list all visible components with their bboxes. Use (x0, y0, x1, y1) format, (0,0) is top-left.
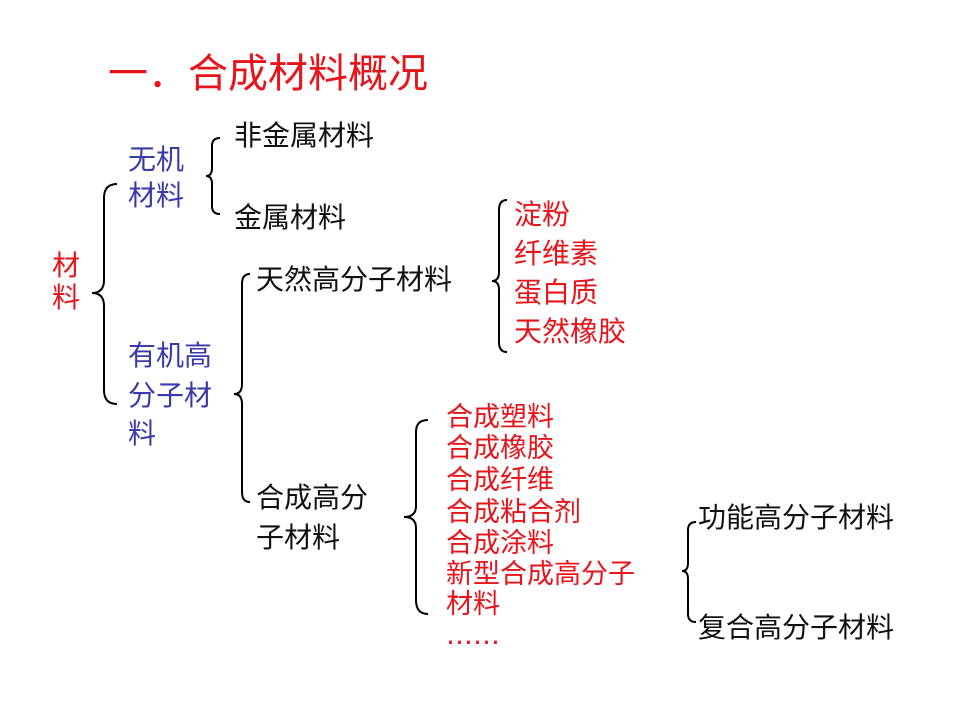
organic-label-line1: 有机高 (128, 339, 213, 372)
inorganic-bracket (205, 137, 221, 215)
natural-item: 纤维素 (514, 237, 599, 270)
synthetic-item-ellipsis: …… (446, 620, 500, 651)
root-label-line2: 料 (52, 281, 81, 314)
new-types-bracket (681, 521, 697, 623)
metal-material-label: 金属材料 (234, 201, 347, 234)
synthetic-item: 合成橡胶 (446, 433, 554, 464)
organic-bracket (233, 273, 251, 503)
natural-item: 蛋白质 (514, 276, 599, 309)
synthetic-polymer-label-line1: 合成高分 (256, 481, 369, 514)
composite-polymer-label: 复合高分子材料 (698, 611, 895, 644)
synthetic-item: 合成粘合剂 (446, 497, 581, 528)
nonmetal-material-label: 非金属材料 (234, 119, 375, 152)
inorganic-label-line2: 材料 (128, 179, 185, 212)
synthetic-polymer-label-line2: 子材料 (256, 521, 341, 554)
natural-item: 天然橡胶 (514, 315, 627, 348)
synthetic-item: 合成涂料 (446, 528, 554, 559)
page-title: 一．合成材料概况 (108, 51, 428, 97)
root-label-line1: 材 (52, 249, 81, 282)
inorganic-label-line1: 无机 (128, 143, 185, 176)
functional-polymer-label: 功能高分子材料 (698, 501, 895, 534)
synthetic-item: 新型合成高分子 (446, 559, 635, 590)
organic-label-line3: 料 (128, 417, 157, 450)
natural-bracket (491, 199, 508, 353)
synthetic-item: 材料 (446, 589, 500, 620)
organic-label-line2: 分子材 (128, 379, 213, 412)
natural-item: 淀粉 (514, 198, 571, 231)
natural-polymer-label: 天然高分子材料 (256, 263, 453, 296)
synthetic-item: 合成纤维 (446, 465, 554, 496)
synthetic-item: 合成塑料 (446, 402, 554, 433)
root-bracket (91, 183, 118, 405)
synthetic-bracket (403, 419, 429, 615)
